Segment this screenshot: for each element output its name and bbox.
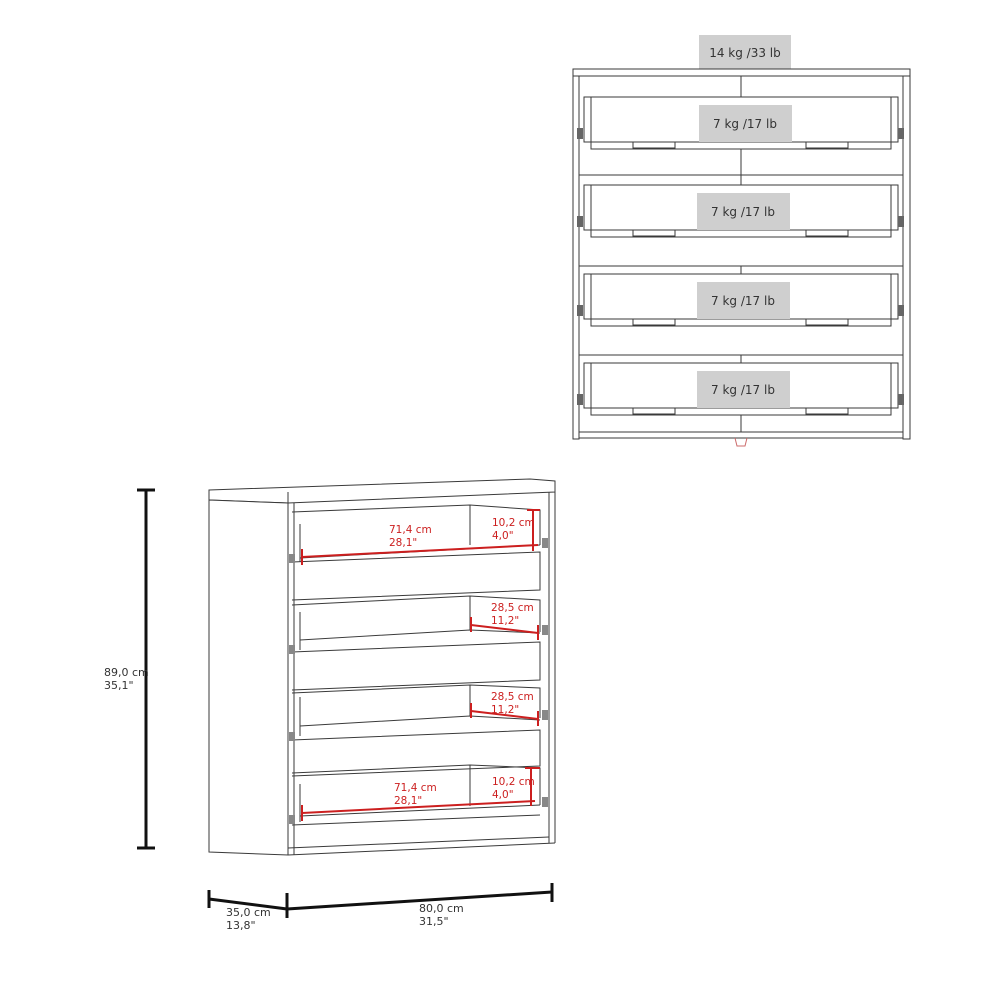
drawer-1-width-in: 28,1" <box>389 537 417 549</box>
front-drawer-4 <box>577 355 904 432</box>
top-load-label: 14 kg /33 lb <box>709 46 781 60</box>
drawer-1-load-label: 7 kg /17 lb <box>713 117 777 131</box>
width-dimension-line <box>286 890 553 911</box>
top-slab <box>208 478 556 504</box>
drawer-3-depth-cm: 28,5 cm <box>491 691 534 703</box>
front-view <box>572 35 911 447</box>
drawer-3-load-label: 7 kg /17 lb <box>711 294 775 308</box>
depth-dimension-line <box>208 897 288 911</box>
drawer-4-height-in: 4,0" <box>492 789 514 801</box>
right-side-panel <box>902 75 911 440</box>
drawer-3-load-box <box>697 282 790 319</box>
drawer-4-load-label: 7 kg /17 lb <box>711 383 775 397</box>
side-panel <box>208 499 289 856</box>
height-in-label: 35,1" <box>104 679 134 692</box>
width-in-label: 31,5" <box>419 915 449 928</box>
drawer-3-depth-in: 11,2" <box>491 704 519 716</box>
perspective-drawer-3 <box>289 684 548 777</box>
depth-cm-label: 35,0 cm <box>226 906 271 919</box>
drawer-4-load-box <box>697 371 790 408</box>
top-load-box <box>699 35 791 69</box>
width-cm-label: 80,0 cm <box>419 902 464 915</box>
drawer-1-height-cm: 10,2 cm <box>492 517 535 529</box>
red-measurements <box>301 509 540 821</box>
drawer-1-width-cm: 71,4 cm <box>389 524 432 536</box>
drawer-1-load-box <box>699 105 792 142</box>
perspective-view <box>208 478 556 856</box>
overall-dimension-lines <box>137 488 554 918</box>
top-panel <box>572 68 911 77</box>
perspective-drawer-4 <box>289 764 548 826</box>
drawer-2-load-box <box>697 193 790 230</box>
drawer-2-depth-cm: 28,5 cm <box>491 602 534 614</box>
drawer-2-load-label: 7 kg /17 lb <box>711 205 775 219</box>
left-side-panel <box>572 75 580 440</box>
drawer-1-height-in: 4,0" <box>492 530 514 542</box>
drawer-2-depth-in: 11,2" <box>491 615 519 627</box>
drawer-4-width-cm: 71,4 cm <box>394 782 437 794</box>
drawer-4-width-in: 28,1" <box>394 795 422 807</box>
depth-in-label: 13,8" <box>226 919 256 932</box>
height-cm-label: 89,0 cm <box>104 666 149 679</box>
drawer-4-height-cm: 10,2 cm <box>492 776 535 788</box>
